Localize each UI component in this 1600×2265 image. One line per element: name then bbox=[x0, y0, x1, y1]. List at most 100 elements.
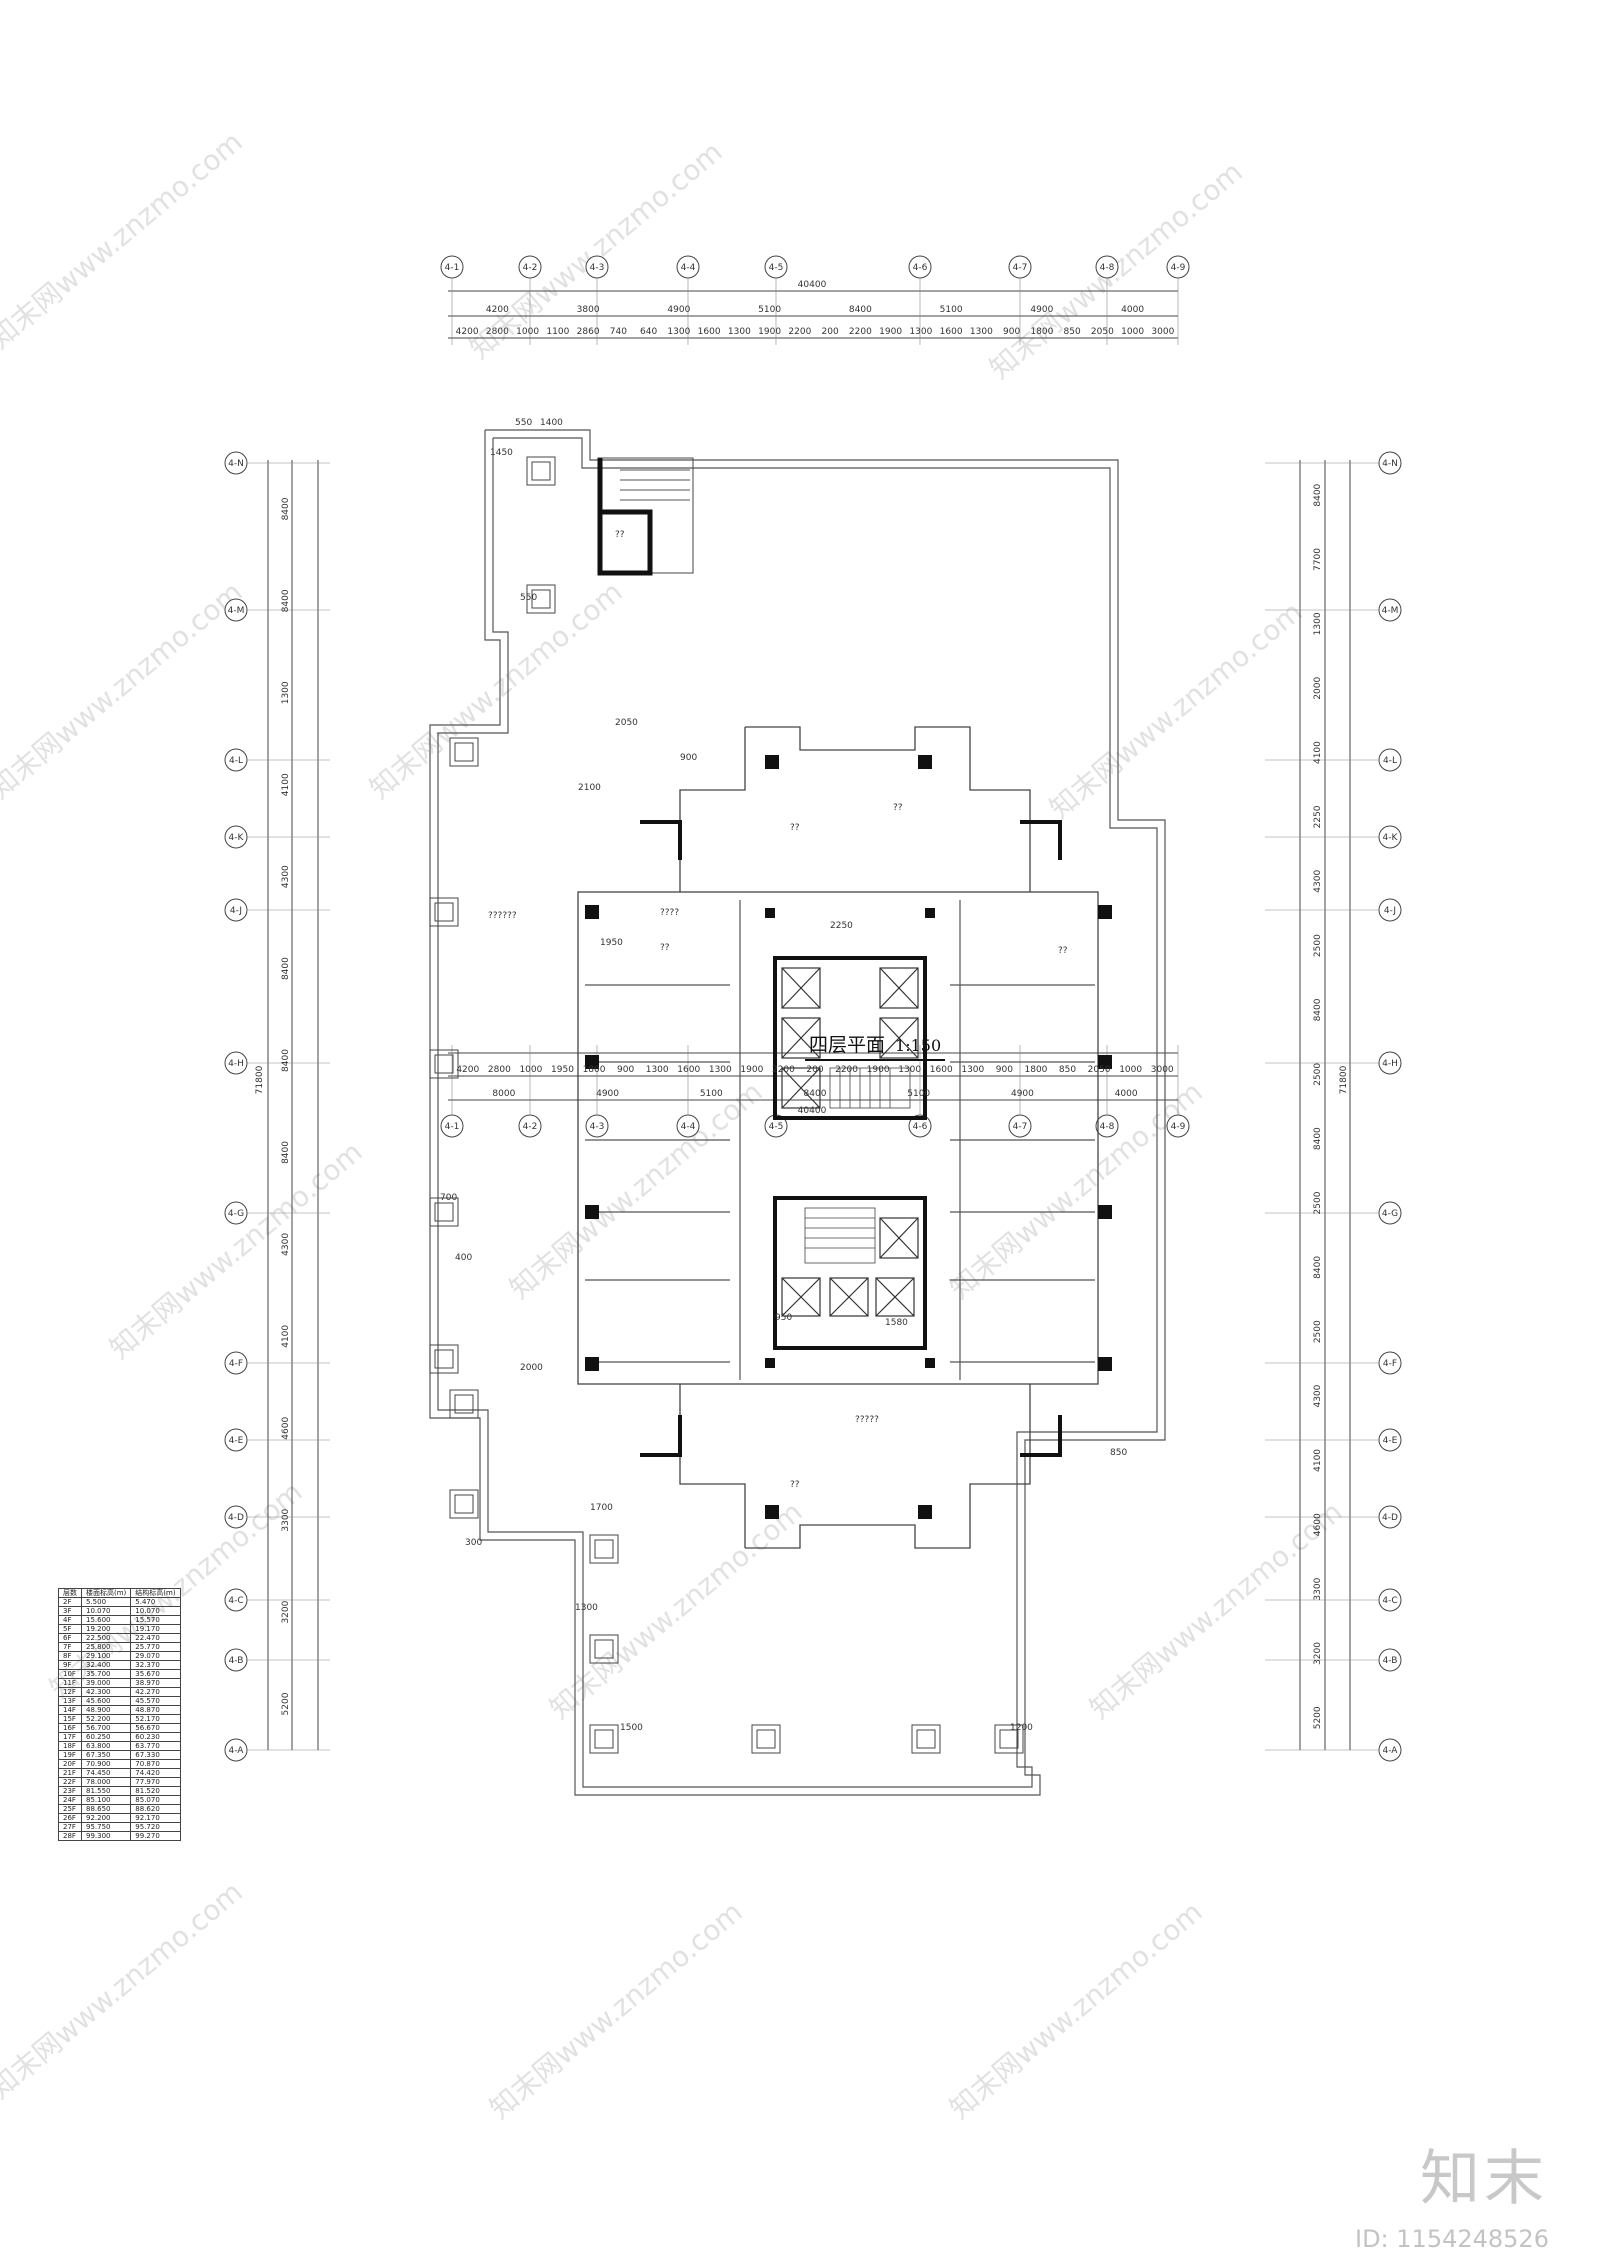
watermark-text: 知末网www.znzmo.com bbox=[483, 1895, 748, 2125]
watermark-text: 知末网www.znzmo.com bbox=[943, 1895, 1208, 2125]
table-cell: 29.100 bbox=[80, 1651, 132, 1661]
dimension-text: 1300 bbox=[709, 1065, 732, 1075]
dimension-text: 3000 bbox=[1151, 1065, 1174, 1075]
table-cell: 56.700 bbox=[80, 1723, 132, 1733]
axis-label: 4-A bbox=[1383, 1746, 1399, 1756]
axis-label: 4-6 bbox=[913, 1122, 928, 1132]
table-cell: 48.870 bbox=[130, 1705, 181, 1715]
axis-label: 4-2 bbox=[523, 1122, 538, 1132]
dimension-text: 1900 bbox=[758, 327, 781, 337]
perimeter-pilasters bbox=[429, 456, 1024, 1754]
axis-label: 4-6 bbox=[913, 263, 928, 273]
dimension-text: 2500 bbox=[1313, 1063, 1323, 1086]
dimension-text: 8400 bbox=[281, 1049, 291, 1072]
dimension-text: 8400 bbox=[1313, 998, 1323, 1021]
axis-label: 4-2 bbox=[523, 263, 538, 273]
dimension-text: 3200 bbox=[1313, 1642, 1323, 1665]
dimension-text: 1800 bbox=[1025, 1065, 1048, 1075]
dimension-text: 550 bbox=[520, 593, 537, 603]
dimension-text: 4900 bbox=[667, 305, 690, 315]
table-cell: 13F bbox=[58, 1696, 82, 1706]
axis-label: 4-D bbox=[228, 1513, 244, 1523]
dimension-text: 2800 bbox=[486, 327, 509, 337]
table-cell: 15F bbox=[58, 1714, 82, 1724]
dimension-text: 1000 bbox=[516, 327, 539, 337]
dimension-text: 900 bbox=[1003, 327, 1020, 337]
dimension-text: 2000 bbox=[1313, 676, 1323, 699]
dimension-text: 1600 bbox=[698, 327, 721, 337]
axis-label: 4-L bbox=[1383, 756, 1397, 766]
axis-label: 4-B bbox=[1383, 1656, 1398, 1666]
dimension-text: 3000 bbox=[1151, 327, 1174, 337]
id-label: ID: 1154248526 bbox=[1355, 2225, 1549, 2253]
dimension-text: 1580 bbox=[885, 1318, 908, 1328]
table-cell: 67.330 bbox=[130, 1750, 181, 1760]
corner-units bbox=[640, 820, 1062, 1457]
axis-label: 4-3 bbox=[590, 263, 605, 273]
dimension-text: 7700 bbox=[1313, 548, 1323, 571]
table-cell: 42.300 bbox=[80, 1687, 132, 1697]
table-cell: 38.970 bbox=[130, 1678, 181, 1688]
table-cell: 15.570 bbox=[130, 1615, 181, 1625]
table-cell: 10F bbox=[58, 1669, 82, 1679]
axis-label: 4-C bbox=[1382, 1596, 1397, 1606]
axis-label: 4-A bbox=[229, 1746, 245, 1756]
dimension-text: 4200 bbox=[486, 305, 509, 315]
bottom-total-dimension: 40400 bbox=[798, 1106, 827, 1116]
table-cell: 88.650 bbox=[80, 1804, 132, 1814]
dimension-text: 1950 bbox=[551, 1065, 574, 1075]
dimension-text: 1300 bbox=[970, 327, 993, 337]
dimension-text: 4600 bbox=[1313, 1513, 1323, 1536]
table-cell: 45.570 bbox=[130, 1696, 181, 1706]
core-stairs bbox=[804, 1067, 911, 1264]
axis-label: 4-J bbox=[230, 906, 242, 916]
dimension-text: 2200 bbox=[849, 327, 872, 337]
axis-label: 4-E bbox=[229, 1436, 244, 1446]
table-cell: 6F bbox=[58, 1633, 82, 1643]
table-cell: 5.470 bbox=[130, 1597, 181, 1607]
watermark-text: 知末网www.znzmo.com bbox=[1083, 1495, 1348, 1725]
dimension-text: 4900 bbox=[1030, 305, 1053, 315]
dimension-text: 2200 bbox=[772, 1065, 795, 1075]
dimension-text: 1000 bbox=[519, 1065, 542, 1075]
structural-columns bbox=[585, 755, 1112, 1519]
dimension-text: 1300 bbox=[667, 327, 690, 337]
dimension-text: 8400 bbox=[804, 1089, 827, 1099]
dimension-text: 2800 bbox=[488, 1065, 511, 1075]
table-cell: 85.100 bbox=[80, 1795, 132, 1805]
dimension-text: 200 bbox=[822, 327, 839, 337]
drawing-scale: 1:150 bbox=[895, 1036, 942, 1055]
dimension-text: 8000 bbox=[492, 1089, 515, 1099]
room-label-unit-1: ?? bbox=[660, 943, 670, 953]
dimension-text: 1900 bbox=[879, 327, 902, 337]
table-cell: 5.500 bbox=[80, 1597, 132, 1607]
dimension-text: 1300 bbox=[575, 1603, 598, 1613]
table-cell: 27F bbox=[58, 1822, 82, 1832]
table-cell: 99.270 bbox=[130, 1831, 181, 1841]
table-cell: 19.200 bbox=[80, 1624, 132, 1634]
dimension-text: 8400 bbox=[1313, 1256, 1323, 1279]
table-cell: 92.170 bbox=[130, 1813, 181, 1823]
axis-label: 4-1 bbox=[445, 263, 460, 273]
dimension-text: 4300 bbox=[281, 865, 291, 888]
top-total-dimension: 40400 bbox=[798, 280, 827, 290]
dimension-text: 4900 bbox=[596, 1089, 619, 1099]
dimension-text: 2860 bbox=[577, 327, 600, 337]
axis-label: 4-H bbox=[228, 1059, 244, 1069]
vertical-grid-axes: 4-14-14-24-24-34-34-44-44-54-54-64-64-74… bbox=[440, 255, 1190, 1138]
table-cell: 22.470 bbox=[130, 1633, 181, 1643]
table-cell: 20F bbox=[58, 1759, 82, 1769]
axis-label: 4-8 bbox=[1100, 1122, 1115, 1132]
axis-label: 4-8 bbox=[1100, 263, 1115, 273]
dimension-text: 1300 bbox=[646, 1065, 669, 1075]
